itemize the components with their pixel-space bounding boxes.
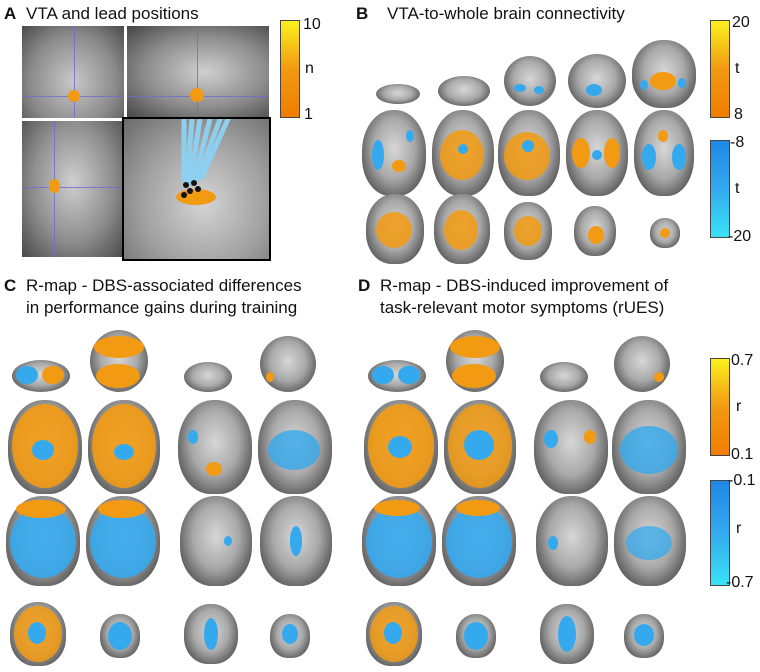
brain-slice <box>432 110 494 196</box>
panel-a-letter: A <box>4 4 17 23</box>
brain-slice <box>568 54 626 108</box>
panel-d-colorbar-neg-max: -0.1 <box>728 472 756 489</box>
lead-positions-3d-view <box>122 117 271 261</box>
panel-c-letter: C <box>4 276 17 295</box>
brain-slice <box>180 496 252 586</box>
panel-d-colorbar-pos-label: r <box>736 398 742 415</box>
panel-b-colorbar-pos-label: t <box>735 60 740 77</box>
panel-b-colorbar-negative <box>710 140 730 238</box>
brain-slice <box>100 614 140 658</box>
panel-d-colorbar-negative <box>710 480 730 586</box>
brain-slice <box>260 496 332 586</box>
brain-slice <box>504 56 556 106</box>
brain-slice <box>540 362 588 392</box>
panel-a-colorbar-max: 10 <box>303 16 321 33</box>
panel-b-colorbar-neg-min: -20 <box>728 228 752 245</box>
panel-d-colorbar-neg-label: r <box>736 520 742 537</box>
brain-slice <box>498 110 560 196</box>
panel-d-letter: D <box>358 276 371 295</box>
panel-c-title-line1: R-map - DBS-associated differences <box>26 276 302 295</box>
brain-slice <box>612 400 686 494</box>
coronal-mri-view <box>22 121 124 257</box>
brain-slice <box>90 330 148 392</box>
brain-slice <box>258 400 332 494</box>
brain-slice <box>12 360 70 392</box>
brain-slice <box>536 496 608 586</box>
brain-slice <box>366 194 424 264</box>
brain-slice <box>434 194 490 264</box>
brain-slice <box>632 40 696 108</box>
brain-slice <box>442 496 516 586</box>
brain-slice <box>534 400 608 494</box>
brain-slice <box>634 110 694 196</box>
brain-slice <box>178 400 252 494</box>
brain-slice <box>86 496 160 586</box>
panel-c-title-line2: in performance gains during training <box>26 298 298 317</box>
panel-d-colorbar-positive <box>710 358 730 456</box>
axial-mri-view <box>22 26 124 118</box>
panel-a-colorbar-label: n <box>305 60 314 77</box>
brain-slice <box>446 330 504 392</box>
brain-slice <box>624 614 664 658</box>
panel-a-colorbar-min: 1 <box>304 106 313 123</box>
panel-a-title: VTA and lead positions <box>26 4 199 23</box>
brain-slice <box>614 496 686 586</box>
panel-d-colorbar-neg-min: -0.7 <box>726 574 754 591</box>
panel-d-colorbar-pos-min: 0.1 <box>731 446 754 463</box>
panel-b-colorbar-neg-max: -8 <box>730 134 745 151</box>
dbs-leads-icon <box>176 119 231 205</box>
brain-slice <box>270 614 310 658</box>
panel-d-colorbar-pos-max: 0.7 <box>731 352 754 369</box>
brain-slice <box>364 400 438 494</box>
brain-slice <box>8 400 82 494</box>
brain-slice <box>10 602 66 666</box>
panel-b-colorbar-pos-max: 20 <box>732 14 750 31</box>
brain-slice <box>574 206 616 256</box>
brain-slice <box>6 496 80 586</box>
sagittal-mri-view <box>127 26 269 118</box>
brain-slice <box>438 76 490 106</box>
panel-b-colorbar-neg-label: t <box>735 180 740 197</box>
brain-slice <box>368 360 426 392</box>
brain-slice <box>184 362 232 392</box>
brain-slice <box>444 400 516 494</box>
panel-d-title-line2: task-relevant motor symptoms (rUES) <box>380 298 665 317</box>
brain-slice <box>504 202 552 260</box>
panel-d-title-line1: R-map - DBS-induced improvement of <box>380 276 669 295</box>
panel-b-letter: B <box>356 4 369 23</box>
brain-slice <box>366 602 422 666</box>
brain-slice <box>566 110 628 196</box>
brain-slice <box>614 336 670 392</box>
panel-a-colorbar <box>280 20 300 118</box>
brain-slice <box>260 336 316 392</box>
brain-slice <box>88 400 160 494</box>
panel-b-colorbar-positive <box>710 20 730 118</box>
brain-slice <box>456 614 496 658</box>
brain-slice <box>376 84 420 104</box>
brain-slice <box>362 496 436 586</box>
brain-slice <box>540 604 594 664</box>
panel-b-colorbar-pos-min: 8 <box>734 106 743 123</box>
brain-slice <box>184 604 238 664</box>
brain-slice <box>362 110 426 196</box>
brain-slice <box>650 218 680 248</box>
panel-b-title: VTA-to-whole brain connectivity <box>387 4 625 23</box>
